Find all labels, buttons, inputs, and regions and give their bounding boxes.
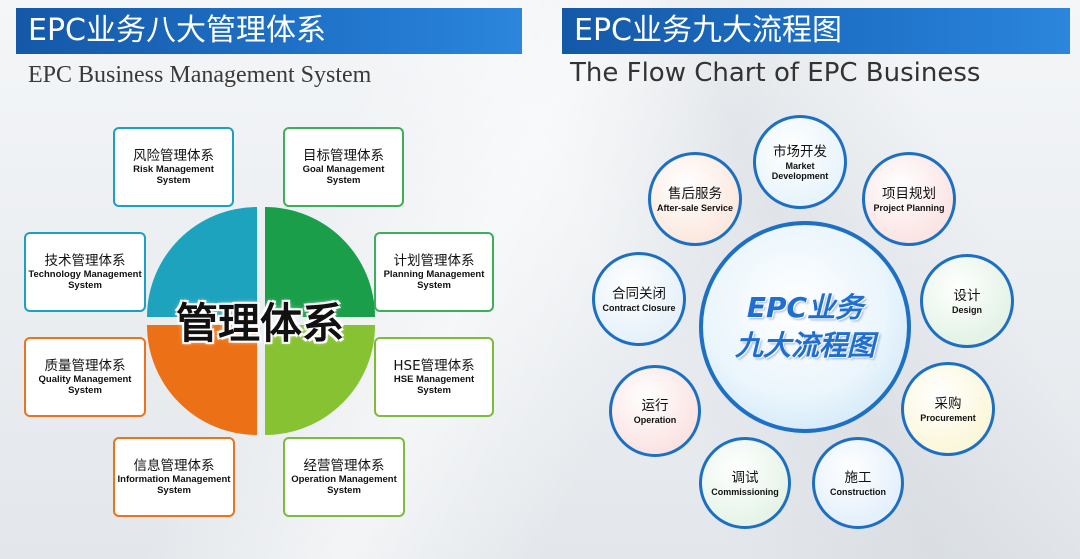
management-system-subtitle: EPC Business Management System: [28, 62, 372, 88]
system-zh-label: 计划管理体系: [393, 253, 475, 269]
system-box-risk: 风险管理体系 Risk Management System: [113, 127, 234, 207]
hub-line-1: EPC业务: [746, 291, 864, 324]
quadrant-bottom-left: [147, 325, 257, 435]
system-en-label: Quality Management System: [38, 374, 132, 396]
system-box-operation: 经营管理体系 Operation Management System: [283, 437, 405, 517]
stage-en-label: Contract Closure: [602, 302, 676, 313]
stage-en-label: Procurement: [920, 412, 976, 423]
flow-hub-circle: EPC业务 九大流程图: [699, 221, 911, 433]
stage-zh-label: 运行: [641, 397, 669, 414]
system-box-information: 信息管理体系 Information Management System: [113, 437, 235, 517]
stage-en-label: After-sale Service: [656, 202, 734, 213]
management-center-label: 管理体系: [175, 299, 344, 348]
system-en-label: Operation Management System: [291, 474, 397, 496]
stage-operation: 运行 Operation: [609, 365, 701, 457]
system-en-label: HSE Management System: [393, 374, 475, 396]
stage-project-planning: 项目规划 Project Planning: [862, 152, 956, 246]
system-box-goal: 目标管理体系 Goal Management System: [283, 127, 404, 207]
system-zh-label: 信息管理体系: [133, 458, 215, 474]
system-en-label: Risk Management System: [133, 164, 214, 186]
stage-design: 设计 Design: [920, 254, 1014, 348]
stage-en-label: Project Planning: [873, 202, 945, 213]
system-box-planning: 计划管理体系 Planning Management System: [374, 232, 494, 312]
system-en-label: Goal Management System: [302, 164, 385, 186]
system-en-label: Planning Management System: [383, 269, 485, 291]
management-system-title: EPC业务八大管理体系: [16, 8, 522, 54]
stage-commissioning: 调试 Commissioning: [699, 437, 791, 529]
system-zh-label: 质量管理体系: [44, 358, 126, 374]
stage-en-label: Construction: [830, 486, 886, 497]
stage-zh-label: 设计: [953, 287, 981, 304]
quadrant-top-left: [147, 207, 257, 317]
stage-market-development: 市场开发 Market Development: [753, 115, 847, 209]
flow-chart-subtitle: The Flow Chart of EPC Business: [570, 58, 981, 88]
stage-zh-label: 调试: [731, 469, 759, 486]
stage-zh-label: 市场开发: [773, 143, 827, 160]
system-box-technology: 技术管理体系 Technology Management System: [24, 232, 146, 312]
stage-zh-label: 采购: [934, 395, 962, 412]
stage-construction: 施工 Construction: [812, 437, 904, 529]
system-zh-label: 目标管理体系: [303, 148, 384, 164]
stage-en-label: Commissioning: [711, 486, 779, 497]
system-zh-label: 风险管理体系: [133, 148, 214, 164]
system-box-quality: 质量管理体系 Quality Management System: [24, 337, 146, 417]
system-zh-label: 经营管理体系: [303, 458, 385, 474]
stage-en-label: Design: [951, 304, 982, 315]
flow-chart-panel: EPC业务九大流程图 The Flow Chart of EPC Busines…: [540, 0, 1080, 559]
management-quadrant-circle: [147, 207, 375, 435]
stage-after-sale-service: 售后服务 After-sale Service: [648, 152, 742, 246]
system-en-label: Technology Management System: [28, 269, 142, 291]
stage-zh-label: 售后服务: [668, 185, 722, 202]
stage-zh-label: 项目规划: [882, 185, 936, 202]
quadrant-bottom-right: [265, 325, 375, 435]
management-system-panel: EPC业务八大管理体系 EPC Business Management Syst…: [16, 8, 522, 517]
flow-chart-title: EPC业务九大流程图: [562, 8, 1070, 54]
stage-en-label: Market Development: [771, 160, 829, 182]
system-en-label: Information Management System: [117, 474, 231, 496]
quadrant-top-right: [265, 207, 375, 317]
system-box-hse: HSE管理体系 HSE Management System: [374, 337, 494, 417]
system-zh-label: 技术管理体系: [44, 253, 126, 269]
hub-line-2: 九大流程图: [734, 329, 875, 362]
stage-zh-label: 施工: [844, 469, 872, 486]
stage-contract-closure: 合同关闭 Contract Closure: [592, 252, 686, 346]
stage-en-label: Operation: [633, 414, 677, 425]
stage-zh-label: 合同关闭: [612, 285, 666, 302]
system-zh-label: HSE管理体系: [393, 358, 475, 374]
stage-procurement: 采购 Procurement: [901, 362, 995, 456]
